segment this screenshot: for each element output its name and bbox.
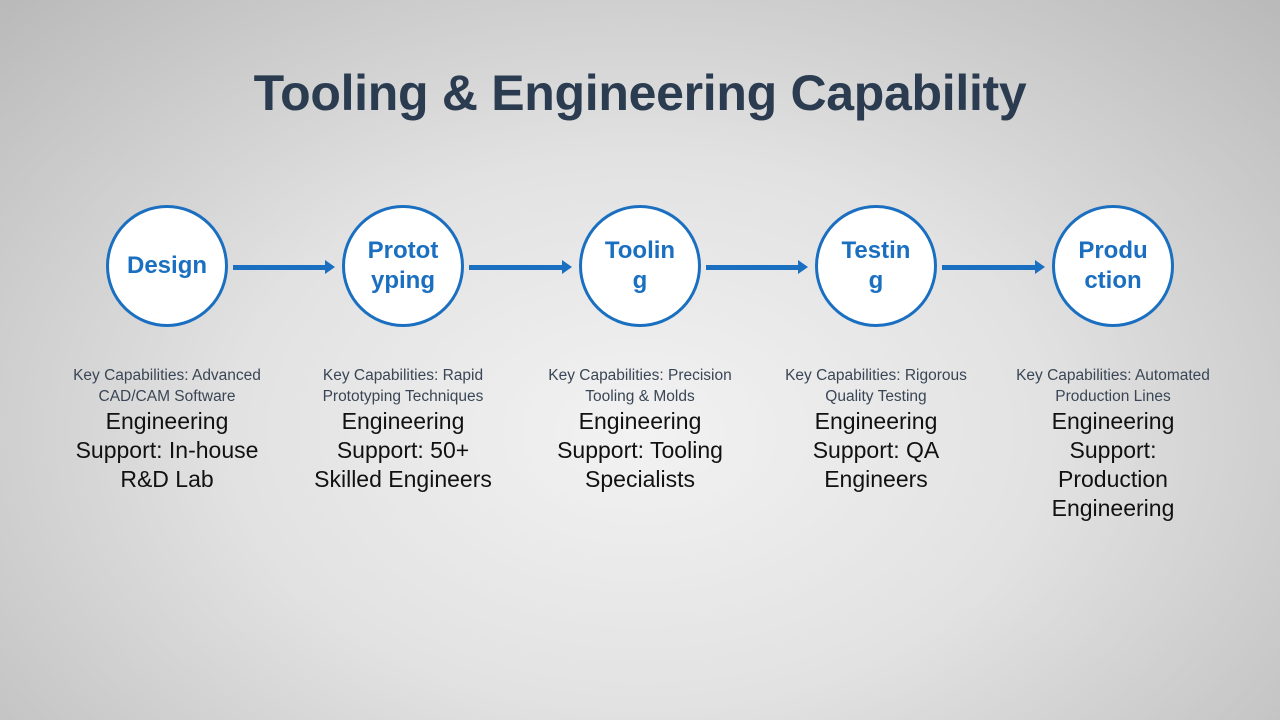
stage-circle: Tooling [579, 205, 701, 327]
stage-support: Engineering Support: Production Engineer… [1051, 408, 1175, 521]
stage-circle: Production [1052, 205, 1174, 327]
stage-label: Prototyping [367, 237, 439, 294]
stage-support: Engineering Support: QA Engineers [812, 408, 940, 492]
stage-capabilities: Key Capabilities: Rigorous Quality Testi… [785, 367, 967, 405]
stage-capabilities: Key Capabilities: Rapid Prototyping Tech… [322, 367, 484, 405]
stage-support: Engineering Support: Tooling Specialists [557, 408, 723, 492]
stage-capabilities: Key Capabilities: Automated Production L… [1016, 367, 1210, 405]
stage-circle: Prototyping [342, 205, 464, 327]
stage-testing: Testing Key Capabilities: Rigorous Quali… [761, 205, 991, 494]
stage-circle: Testing [815, 205, 937, 327]
stage-label: Production [1078, 237, 1148, 294]
stage-capabilities: Key Capabilities: Precision Tooling & Mo… [548, 367, 732, 405]
stage-capabilities: Key Capabilities: Advanced CAD/CAM Softw… [73, 367, 261, 405]
stage-label: Tooling [604, 237, 676, 294]
stage-label: Design [127, 252, 208, 279]
stage-design: Design Key Capabilities: Advanced CAD/CA… [52, 205, 282, 494]
arrow-right-icon [469, 260, 572, 274]
arrow-right-icon [233, 260, 335, 274]
stage-tooling: Tooling Key Capabilities: Precision Tool… [525, 205, 755, 494]
stage-support: Engineering Support: In-house R&D Lab [75, 408, 259, 492]
stage-production: Production Key Capabilities: Automated P… [998, 205, 1228, 523]
arrow-right-icon [706, 260, 808, 274]
slide-title: Tooling & Engineering Capability [253, 65, 1027, 121]
stage-support: Engineering Support: 50+ Skilled Enginee… [314, 408, 492, 492]
arrow-right-icon [942, 260, 1045, 274]
stage-circle: Design [106, 205, 228, 327]
stage-prototyping: Prototyping Key Capabilities: Rapid Prot… [288, 205, 518, 494]
stage-label: Testing [841, 237, 911, 294]
